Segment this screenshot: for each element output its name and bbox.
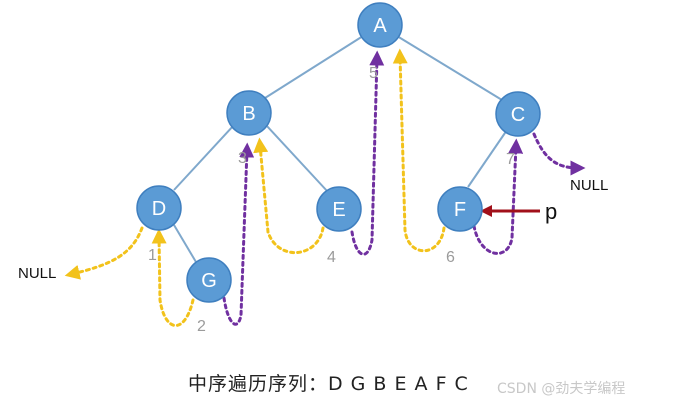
inorder-caption: 中序遍历序列：D G B E A F C	[188, 373, 469, 395]
edge-A-C	[396, 35, 503, 101]
thread-E-to-B	[253, 137, 325, 255]
watermark: CSDN @劲夫学编程	[497, 381, 625, 397]
null-label-left: NULL	[18, 265, 56, 282]
node-F: F	[437, 186, 483, 232]
node-label-E: E	[332, 199, 345, 221]
thread-G-to-D	[151, 228, 195, 327]
threading-lines	[64, 48, 586, 327]
tree-edges	[173, 35, 508, 263]
pointer-label: p	[545, 199, 557, 224]
edge-C-F	[467, 129, 508, 188]
thread-D-to-null	[64, 226, 144, 280]
node-label-D: D	[152, 198, 166, 220]
node-D: D	[136, 185, 182, 231]
thread-C-to-null	[532, 132, 586, 176]
edge-D-G	[173, 224, 197, 263]
step-number-3: 3	[238, 150, 247, 167]
thread-F-to-A	[392, 48, 446, 253]
step-number-1: 1	[148, 247, 157, 264]
node-B: B	[226, 90, 272, 136]
thread-E-to-A	[350, 50, 385, 256]
node-label-A: A	[373, 15, 387, 37]
node-E: E	[316, 186, 362, 232]
node-label-C: C	[511, 104, 525, 126]
thread-F-to-C	[472, 138, 524, 255]
thread-G-to-B	[222, 142, 255, 326]
edge-A-B	[264, 35, 364, 99]
step-number-6: 6	[446, 249, 455, 266]
step-number-2: 2	[197, 318, 206, 335]
step-number-4: 4	[327, 249, 336, 266]
edge-B-E	[265, 124, 329, 193]
node-A: A	[357, 2, 403, 48]
node-C: C	[495, 91, 541, 137]
step-number-5: 5	[369, 65, 378, 82]
step-number-7: 7	[506, 151, 515, 168]
null-label-right: NULL	[570, 177, 608, 194]
node-label-G: G	[201, 270, 217, 292]
node-G: G	[186, 257, 232, 303]
node-label-F: F	[454, 199, 466, 221]
node-label-B: B	[242, 103, 255, 125]
edge-B-D	[173, 124, 235, 191]
